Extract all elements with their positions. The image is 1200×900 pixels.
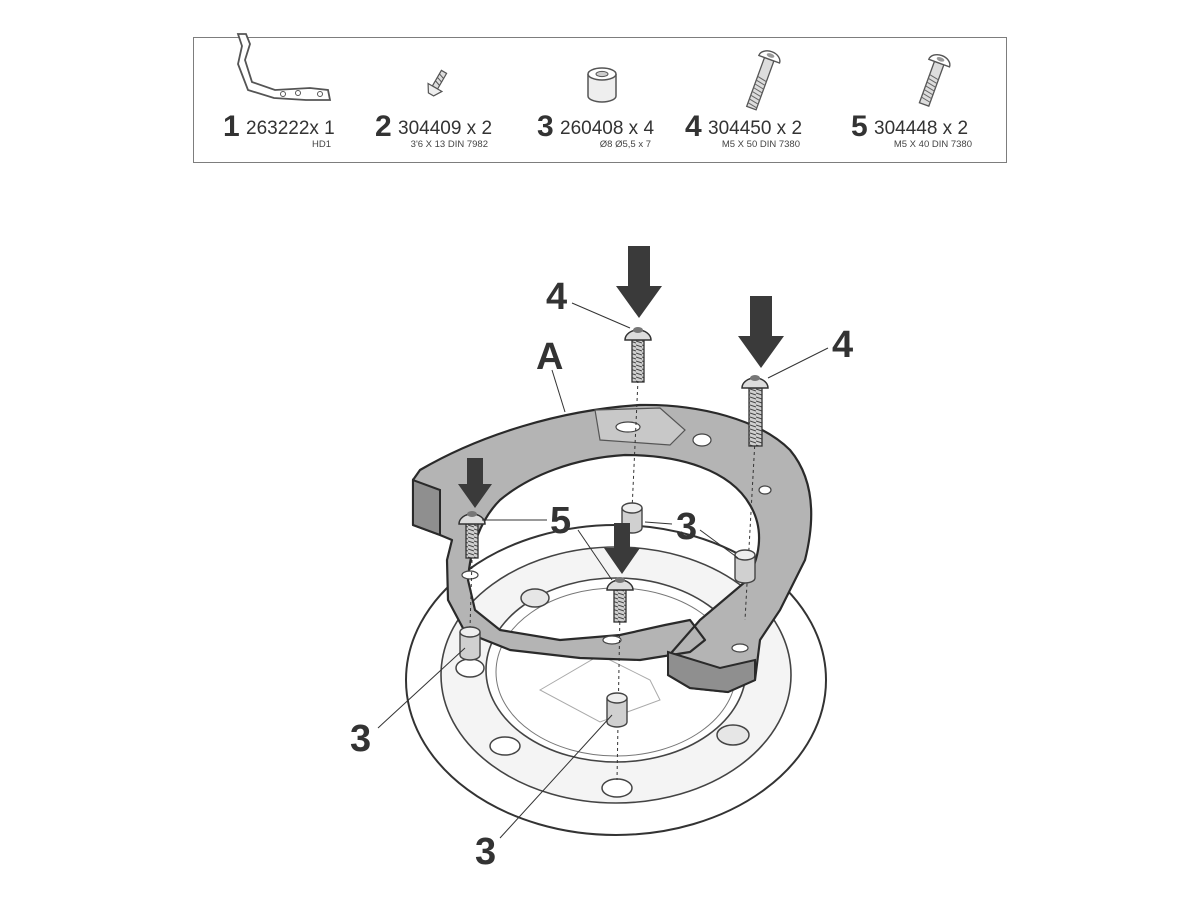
flange-hole [489,736,521,756]
bolt-top [624,327,652,383]
flange-hole [455,658,485,678]
callout-label: 3 [676,506,698,548]
flange-screw-hole [520,588,550,608]
bolt-left [458,511,486,559]
callout-label: 3 [350,718,372,760]
part-code: 304409 x 2 [398,118,493,139]
callout-label: 5 [550,500,572,542]
part-code: 263222x 1 [246,118,335,139]
part-spec: Ø8 Ø5,5 x 7 [599,139,651,150]
part-item-5: 5 304448 x 2 M5 X 40 DIN 7380 [851,38,1008,162]
part-code: 260408 x 4 [560,118,655,139]
part-item-1: 1 263222x 1 HD1 [194,33,344,162]
part-item-3: 3 260408 x 4 Ø8 Ø5,5 x 7 [534,38,684,162]
part-spec: HD1 [311,139,331,150]
callout-label: 4 [546,276,568,318]
spacer [606,692,628,728]
part-number: 2 [375,110,392,143]
part-spec: M5 X 40 DIN 7380 [893,139,972,150]
part-spec: M5 X 50 DIN 7380 [721,139,800,150]
leader-lines [377,302,829,839]
callout-label: 3 [475,831,497,873]
part-code: 304448 x 2 [874,118,969,139]
spacer [459,626,481,661]
part-number: 4 [685,110,702,143]
arrow-down-icon [458,458,492,508]
arrow-down-icon [738,296,784,368]
part-number: 1 [223,110,240,143]
bolt-icon [918,54,951,107]
part-number: 5 [851,110,868,143]
flange-screw-hole [716,724,750,746]
part-item-2: 2 304409 x 2 3'6 X 13 DIN 7982 [370,38,520,162]
flange-hole [601,778,633,798]
arrow-down-icon [616,246,662,318]
part-item-4: 4 304450 x 2 M5 X 50 DIN 7380 [685,38,849,162]
spacer [734,549,756,584]
mounting-ring-a [411,403,813,694]
bolt-right [741,375,769,447]
long-bolt-icon [745,50,781,111]
part-spec: 3'6 X 13 DIN 7982 [410,139,488,150]
spacer-icon [587,67,617,103]
small-screw-icon [427,69,448,97]
part-code: 304450 x 2 [708,118,803,139]
part-number: 3 [537,110,554,143]
callout-label: 4 [832,324,854,366]
parts-list-box: 1 263222x 1 HD1 2 304409 x 2 3'6 X 13 DI… [193,33,1008,163]
ring-label: A [536,336,564,378]
arrow-down-icon [604,523,640,574]
bracket-icon [236,33,332,101]
bolt-center [606,577,634,623]
